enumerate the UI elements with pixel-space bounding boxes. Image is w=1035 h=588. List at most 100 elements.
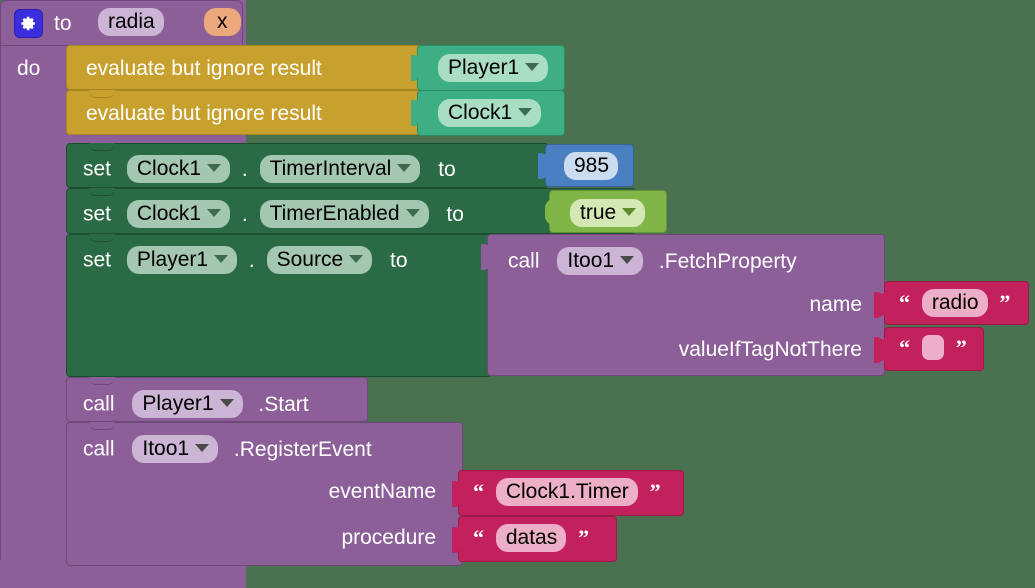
dot-separator: .	[241, 157, 248, 181]
logic-block-true[interactable]: true	[545, 190, 667, 233]
component-getter-player1[interactable]: Player1	[414, 45, 565, 91]
component-dropdown-field[interactable]: Clock1	[438, 99, 542, 127]
chevron-down-icon[interactable]	[207, 209, 222, 218]
to-label: to	[438, 157, 456, 181]
text-field[interactable]: radio	[921, 289, 988, 317]
call-label: call	[508, 249, 540, 273]
property-name: TimerInterval	[269, 157, 392, 180]
call-label: call	[83, 392, 115, 416]
component-name: Itoo1	[567, 249, 615, 272]
set-block-clock1-timerinterval[interactable]: set Clock1 . TimerInterval to	[66, 143, 549, 188]
text-block-clock1-timer[interactable]: “ Clock1.Timer ”	[454, 470, 684, 516]
set-block-clock1-timerenabled[interactable]: set Clock1 . TimerEnabled to	[66, 188, 636, 234]
open-quote-icon: “	[899, 290, 910, 315]
to-label: to	[446, 202, 464, 226]
evaluate-but-ignore-block-1[interactable]: evaluate but ignore result	[66, 45, 422, 90]
set-block-player1-source[interactable]: set Player1 . Source to	[66, 234, 492, 377]
value-plug	[414, 99, 426, 125]
call-itoo1-fetchproperty-block[interactable]: call Itoo1 .FetchProperty name valueIfTa…	[483, 234, 885, 376]
stack-notch	[89, 377, 115, 385]
value-plug	[545, 199, 557, 225]
value-plug	[483, 244, 495, 270]
chevron-down-icon[interactable]	[207, 164, 222, 173]
call-itoo1-registerevent-block[interactable]: call Itoo1 .RegisterEvent eventName proc…	[66, 422, 463, 566]
chevron-down-icon[interactable]	[525, 63, 540, 72]
set-label: set	[83, 248, 112, 272]
set-component-dropdown[interactable]: Player1	[126, 246, 238, 274]
value-plug	[541, 153, 553, 179]
close-quote-icon: ”	[649, 479, 661, 504]
call-label: call	[83, 437, 115, 461]
procedure-body-spine	[0, 45, 66, 588]
value-plug	[414, 54, 426, 80]
call-component-dropdown[interactable]: Itoo1	[557, 247, 644, 275]
chevron-down-icon[interactable]	[219, 399, 234, 408]
stack-notch	[89, 234, 115, 242]
set-component-dropdown[interactable]: Clock1	[126, 200, 231, 228]
open-quote-icon: “	[473, 525, 484, 550]
logic-value: true	[580, 201, 617, 224]
procedure-to-label: to	[54, 12, 72, 35]
value-plug	[454, 526, 466, 552]
component-name: Clock1	[448, 101, 513, 124]
text-field-empty[interactable]	[921, 335, 944, 360]
dot-separator: .	[248, 248, 255, 272]
set-property-dropdown[interactable]: TimerEnabled	[259, 200, 429, 228]
chevron-down-icon[interactable]	[620, 256, 635, 265]
close-quote-icon: ”	[955, 334, 967, 360]
value-plug	[880, 337, 892, 363]
stack-notch	[89, 90, 115, 98]
evaluate-but-ignore-label: evaluate but ignore result	[86, 102, 322, 125]
call-component-dropdown[interactable]: Player1	[132, 390, 243, 418]
procedure-name-field[interactable]: radia	[98, 8, 164, 36]
component-name: Clock1	[136, 202, 202, 225]
text-field[interactable]: Clock1.Timer	[495, 478, 638, 506]
text-field[interactable]: datas	[495, 524, 567, 552]
number-field[interactable]: 985	[564, 152, 619, 180]
arg-label-eventname: eventName	[328, 480, 436, 503]
chevron-down-icon[interactable]	[195, 444, 210, 453]
close-quote-icon: ”	[999, 290, 1011, 315]
set-property-dropdown[interactable]: TimerInterval	[259, 155, 421, 183]
call-component-dropdown[interactable]: Itoo1	[132, 435, 219, 463]
property-name: TimerEnabled	[269, 202, 400, 225]
component-name: Itoo1	[142, 437, 190, 460]
evaluate-but-ignore-label: evaluate but ignore result	[86, 57, 322, 80]
procedure-argument-x[interactable]: x	[204, 8, 241, 36]
component-name: Player1	[142, 392, 214, 415]
arg-label-name: name	[809, 293, 862, 316]
component-getter-clock1[interactable]: Clock1	[414, 90, 565, 136]
text-block-empty[interactable]: “ ”	[880, 327, 984, 371]
set-component-dropdown[interactable]: Clock1	[126, 155, 231, 183]
dot-separator: .	[241, 202, 248, 226]
chevron-down-icon[interactable]	[397, 164, 412, 173]
evaluate-but-ignore-block-2[interactable]: evaluate but ignore result	[66, 90, 422, 135]
stack-notch	[89, 422, 115, 430]
procedure-do-label: do	[17, 57, 41, 80]
chevron-down-icon[interactable]	[405, 209, 420, 218]
value-plug	[454, 480, 466, 506]
method-name: .Start	[258, 392, 309, 416]
chevron-down-icon[interactable]	[622, 208, 637, 217]
chevron-down-icon[interactable]	[214, 255, 229, 264]
arg-socket-name	[874, 292, 885, 318]
chevron-down-icon[interactable]	[349, 255, 364, 264]
gear-icon[interactable]	[14, 9, 43, 38]
open-quote-icon: “	[473, 479, 484, 504]
arg-socket-valueiftagnotthere	[874, 337, 885, 363]
value-plug	[880, 291, 892, 317]
to-label: to	[389, 248, 408, 272]
close-quote-icon: ”	[578, 525, 590, 550]
arg-label-valueiftagnotthere: valueIfTagNotThere	[678, 338, 862, 361]
text-block-datas[interactable]: “ datas ”	[454, 516, 617, 562]
method-name: .FetchProperty	[658, 249, 797, 273]
component-dropdown-field[interactable]: Player1	[438, 54, 549, 82]
call-player1-start-block[interactable]: call Player1 .Start	[66, 377, 368, 422]
text-block-radio[interactable]: “ radio ”	[880, 281, 1029, 325]
set-label: set	[83, 157, 112, 181]
logic-dropdown-field[interactable]: true	[570, 199, 646, 227]
chevron-down-icon[interactable]	[518, 108, 533, 117]
number-block-985[interactable]: 985	[541, 144, 634, 187]
set-property-dropdown[interactable]: Source	[266, 246, 373, 274]
